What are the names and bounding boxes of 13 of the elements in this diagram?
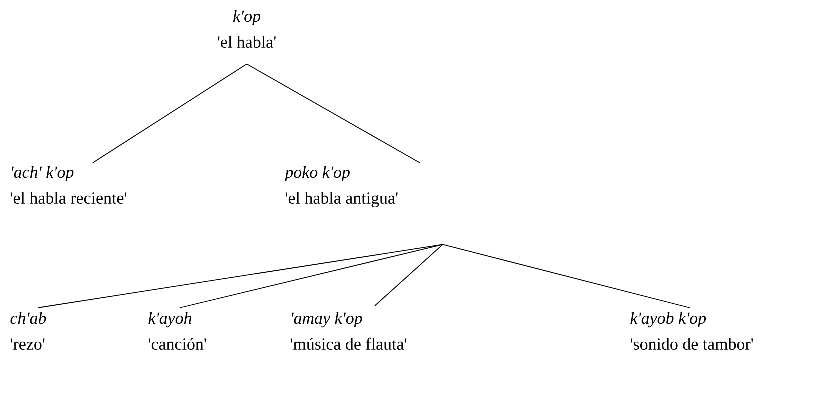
tree-branch <box>92 64 248 164</box>
term-label: 'amay k'op 'música de flauta' <box>290 312 407 350</box>
tree-branch <box>38 244 444 308</box>
tree-branch <box>180 244 444 308</box>
tree-branch <box>442 244 690 308</box>
tree-branch <box>374 244 444 306</box>
term-label: k'ayob k'op 'sonido de tambor' <box>630 312 754 350</box>
term-label: k'ayoh 'canción' <box>148 312 206 350</box>
term-label: ch'ab 'rezo' <box>10 312 46 350</box>
tree-branch <box>246 64 420 164</box>
term-label: poko k'op 'el habla antigua' <box>284 166 398 208</box>
term-label: k'op 'el habla' <box>218 10 276 48</box>
term-label: 'ach' k'op 'el habla reciente' <box>10 166 127 204</box>
